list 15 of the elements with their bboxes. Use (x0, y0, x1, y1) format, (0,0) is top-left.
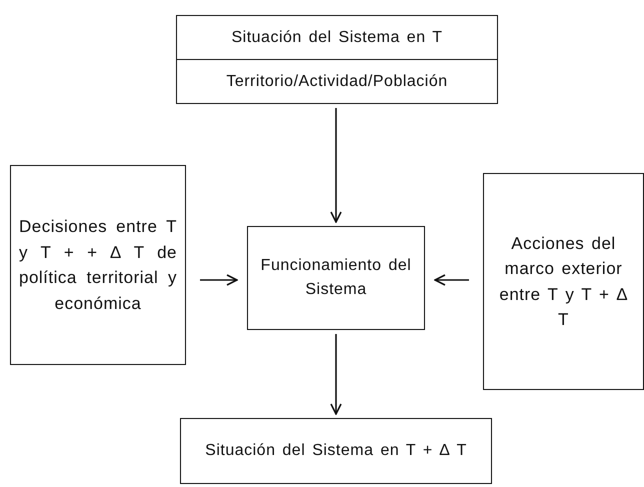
arrow (330, 108, 342, 223)
process-box (180, 418, 492, 484)
box-text: Situación del Sistema en T (230, 28, 444, 48)
arrow (200, 274, 238, 286)
process-box (483, 173, 644, 390)
box-text: Funcionamiento del Sistema (260, 256, 412, 300)
box-text: Territorio/Actividad/Población (225, 72, 449, 92)
state-box (176, 15, 498, 104)
arrow (434, 274, 469, 286)
box-text: Acciones del marco exterior entre T y T + ∆ T (498, 232, 629, 331)
box-text: Decisiones entre T y T + + ∆ T de política territorial y económica (18, 216, 178, 314)
process-box (247, 226, 425, 330)
arrow (330, 334, 342, 415)
box-text: Situación del Sistema en T + ∆ T (204, 441, 468, 461)
process-box (10, 165, 186, 365)
